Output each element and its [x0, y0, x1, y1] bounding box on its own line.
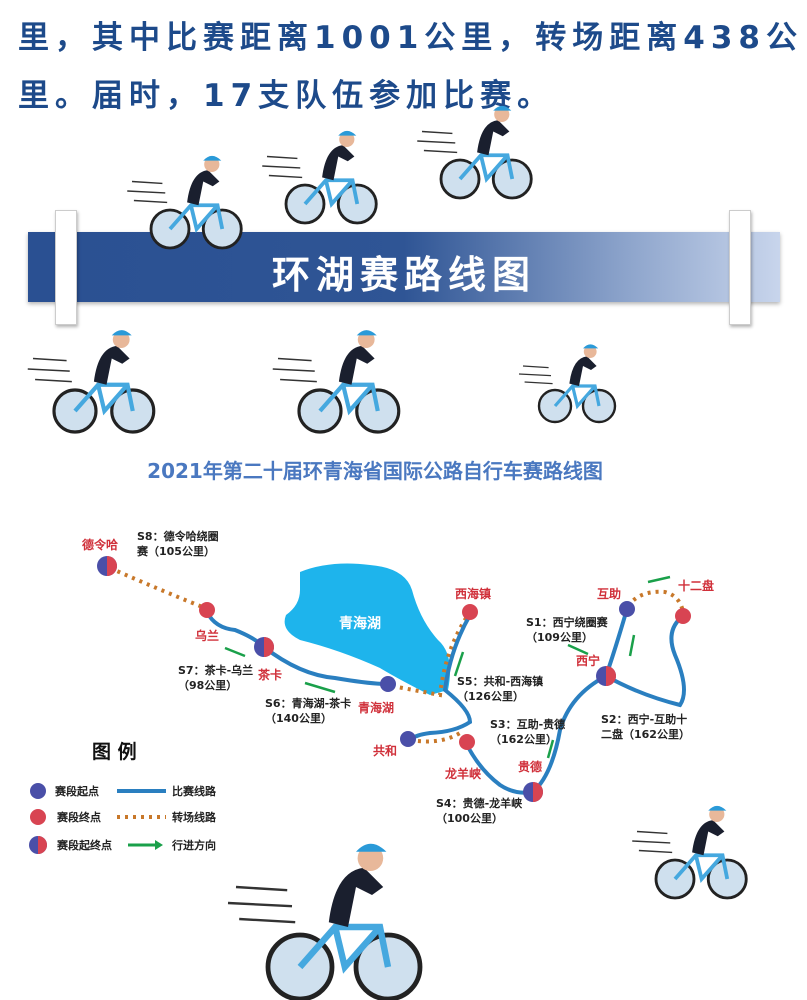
legend-transfer-label: 转场线路 [172, 810, 217, 824]
marker-end [459, 734, 475, 750]
stage-s4-name: S4：贵德-龙羊峡 [436, 796, 523, 810]
legend-start-label: 赛段起点 [54, 784, 99, 798]
legend-title: 图 例 [92, 740, 137, 763]
section-banner: 环湖赛路线图 [28, 232, 780, 302]
direction-arrows [224, 575, 671, 759]
stage-s7-distance: （98公里） [178, 679, 237, 692]
stage-s3-name: S3：互助-贵德 [490, 717, 565, 731]
city-longyangxia: 龙羊峡 [445, 766, 481, 781]
marker-start-end [97, 556, 117, 576]
intro-text-line-2: 里。届时，17支队伍参加比赛。 [18, 78, 555, 114]
transfer-routes [109, 566, 685, 744]
marker-start [380, 676, 396, 692]
intro-text-line-1: 里，其中比赛距离1001公里，转场距离438公 [18, 20, 803, 56]
marker-start-end [254, 637, 274, 657]
city-huzhu: 互助 [597, 586, 621, 601]
marker-start [400, 731, 416, 747]
stage-s4-distance: （100公里） [436, 812, 503, 825]
banner-title: 环湖赛路线图 [271, 253, 536, 297]
city-guide: 贵德 [518, 759, 542, 774]
legend-start-end-icon [29, 836, 47, 854]
stage-labels: S8：德令哈绕圈 赛（105公里） S7：茶卡-乌兰 （98公里） S6：青海湖… [136, 529, 690, 825]
city-gonghe: 共和 [373, 743, 397, 758]
city-shierpan: 十二盘 [678, 578, 714, 593]
arrow-icon [628, 634, 636, 657]
stage-s6-distance: （140公里） [265, 712, 332, 725]
legend-start-icon [30, 783, 46, 799]
banner-post-right [729, 210, 751, 325]
stage-s8-name: S8：德令哈绕圈 [137, 529, 219, 543]
qinghai-lake [284, 563, 451, 695]
lake-label: 青海湖 [339, 615, 381, 632]
city-xining: 西宁 [576, 653, 600, 668]
banner-post-left [55, 210, 77, 325]
legend-direction-label: 行进方向 [171, 838, 216, 852]
stage-s2-distance: 二盘（162公里） [601, 727, 690, 741]
legend: 图 例 赛段起点 赛段终点 赛段起终点 比赛线路 转场线路 行进方向 [29, 740, 217, 854]
city-wulan: 乌兰 [195, 628, 219, 643]
stage-s5-distance: （126公里） [457, 690, 524, 703]
arrow-icon [453, 651, 465, 677]
arrow-icon [567, 643, 589, 656]
arrow-icon [304, 681, 336, 694]
marker-end [675, 608, 691, 624]
city-labels: 德令哈 乌兰 茶卡 青海湖 西海镇 共和 龙羊峡 贵德 西宁 互助 十二盘 [82, 537, 714, 781]
legend-race-label: 比赛线路 [172, 784, 217, 798]
legend-end-icon [30, 809, 46, 825]
legend-end-label: 赛段终点 [56, 810, 101, 824]
city-delingha: 德令哈 [82, 537, 118, 552]
arrow-icon [546, 739, 555, 759]
marker-start-end [596, 666, 616, 686]
stage-s1-name: S1：西宁绕圈赛 [526, 615, 609, 629]
stage-s6-name: S6：青海湖-茶卡 [265, 696, 351, 710]
arrow-icon [224, 646, 246, 658]
stage-s8-distance: 赛（105公里） [136, 544, 215, 558]
city-qinghaihu: 青海湖 [358, 700, 394, 715]
marker-start-end [523, 782, 543, 802]
city-chaka: 茶卡 [257, 667, 282, 682]
map-markers [97, 556, 691, 802]
marker-end [462, 604, 478, 620]
stage-s1-distance: （109公里） [526, 631, 593, 644]
legend-start-end-label: 赛段起终点 [56, 838, 112, 852]
stage-s2-name: S2：西宁-互助十 [601, 712, 687, 726]
stage-s3-distance: （162公里） [490, 733, 557, 746]
stage-s7-name: S7：茶卡-乌兰 [178, 663, 253, 677]
map-title: 2021年第二十届环青海省国际公路自行车赛路线图 [147, 459, 603, 483]
marker-start [619, 601, 635, 617]
marker-end [199, 602, 215, 618]
city-xihaizhen: 西海镇 [455, 586, 491, 601]
arrow-icon [647, 575, 671, 584]
stage-s5-name: S5：共和-西海镇 [457, 674, 543, 688]
